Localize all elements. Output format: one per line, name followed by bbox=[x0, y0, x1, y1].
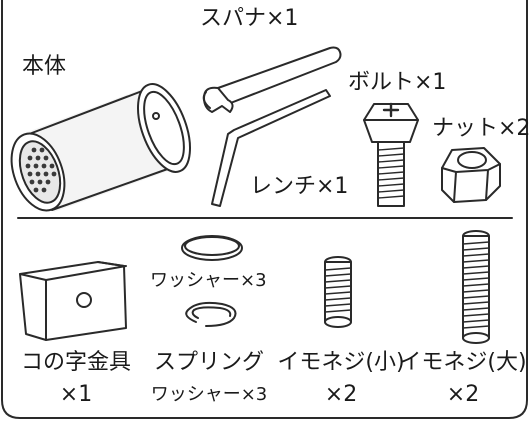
main-body-icon bbox=[10, 83, 191, 212]
label-set-large-qty: ×2 bbox=[446, 382, 480, 407]
label-bolt: ボルト×1 bbox=[348, 70, 447, 95]
label-washer: ワッシャー×3 bbox=[150, 270, 267, 291]
label-set-small: イモネジ(小) bbox=[277, 350, 405, 375]
frame-border bbox=[1, 0, 528, 419]
label-bracket: コの字金具 bbox=[20, 350, 131, 375]
bolt-icon bbox=[363, 102, 419, 207]
label-nut: ナット×2 bbox=[432, 116, 529, 141]
hex-wrench-icon bbox=[211, 89, 331, 207]
washer-icon bbox=[181, 235, 243, 261]
label-set-small-qty: ×2 bbox=[324, 382, 358, 407]
spring-washer-icon bbox=[185, 301, 237, 327]
label-wrench: レンチ×1 bbox=[250, 174, 349, 199]
label-bracket-qty: ×1 bbox=[59, 382, 93, 407]
set-screw-large-icon bbox=[462, 230, 490, 344]
label-spanner: スパナ×1 bbox=[200, 6, 299, 31]
set-screw-small-icon bbox=[324, 256, 352, 328]
spanner-icon bbox=[202, 46, 342, 113]
label-spring-qty: ワッシャー×3 bbox=[150, 384, 268, 405]
label-body: 本体 bbox=[22, 54, 67, 79]
bracket-icon bbox=[19, 261, 127, 341]
label-set-large: イモネジ(大) bbox=[399, 350, 527, 375]
nut-icon bbox=[441, 147, 501, 203]
label-spring: スプリング bbox=[153, 350, 264, 375]
